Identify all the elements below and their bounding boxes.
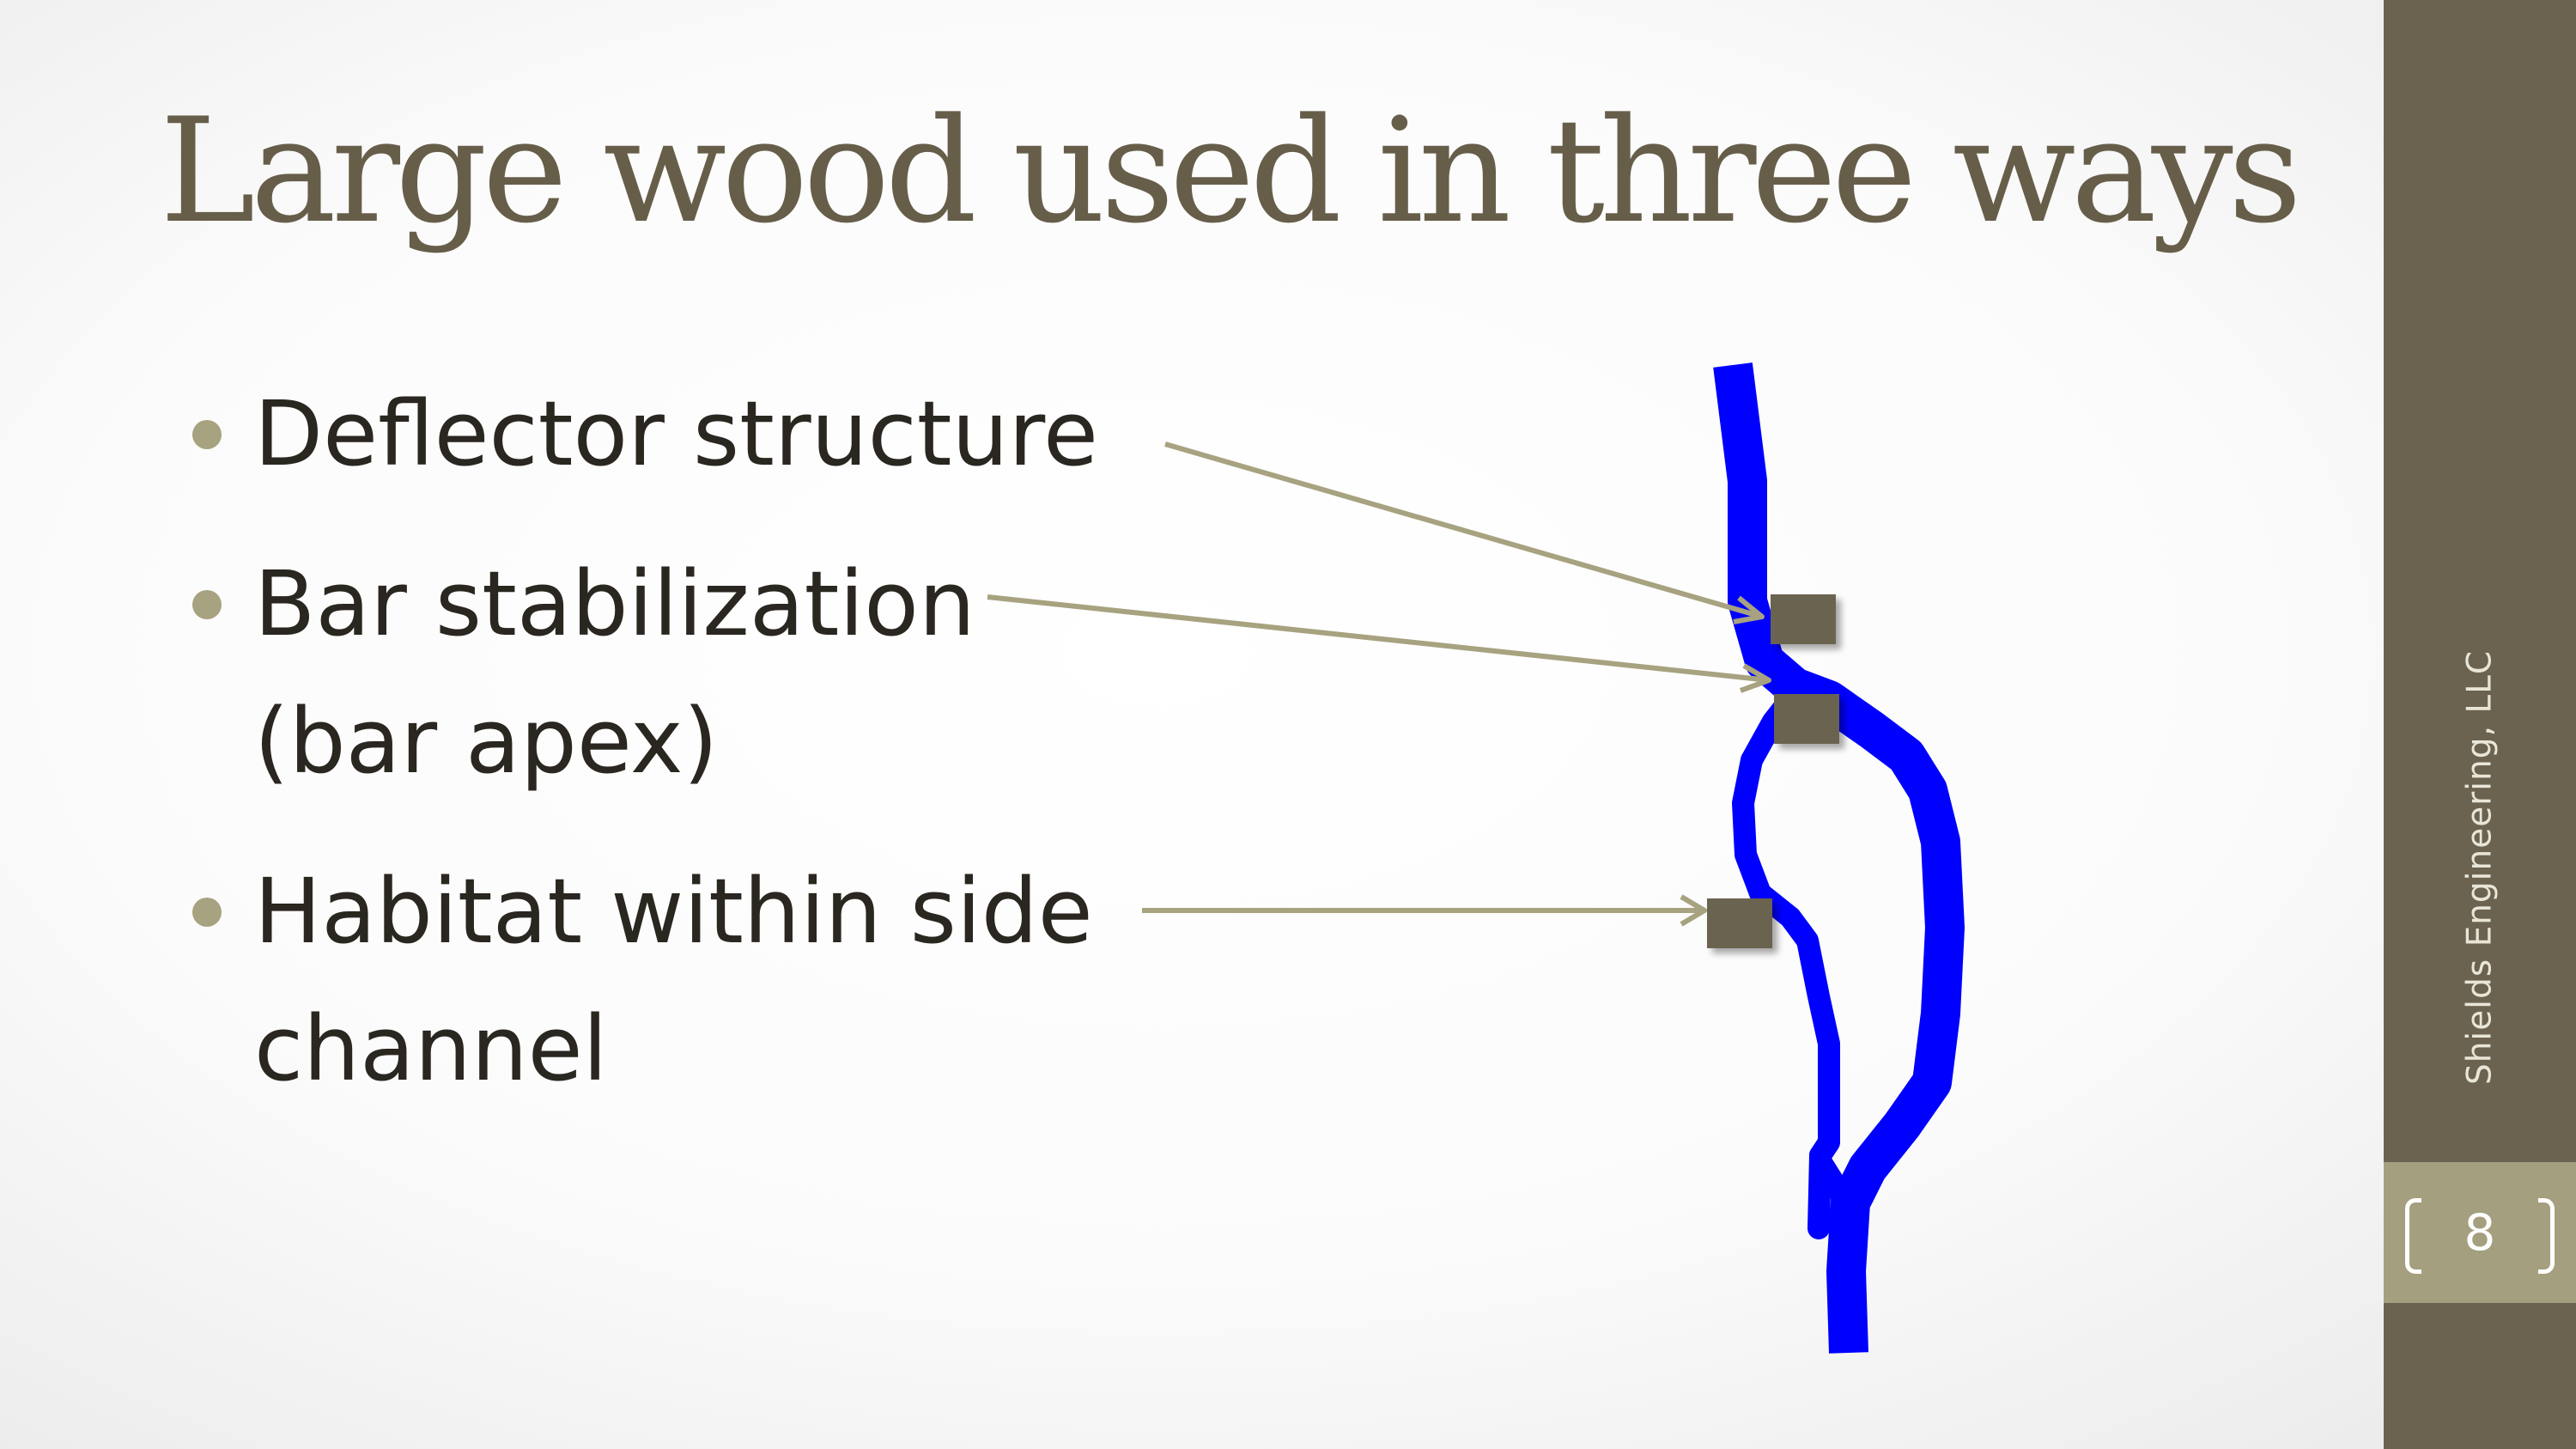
wood-block-bar-apex xyxy=(1774,694,1839,744)
slide-title: Large wood used in three ways xyxy=(160,87,2302,255)
wood-block-deflector xyxy=(1771,594,1836,644)
bullet-dot xyxy=(192,898,222,927)
page-number-box: 8 xyxy=(2384,1162,2576,1303)
bullet-text: Deflector structure xyxy=(254,381,1098,486)
bullet-dot xyxy=(192,420,222,449)
arrows xyxy=(987,441,1771,927)
bullet-item-bar-stabilization: Bar stabilization (bar apex) xyxy=(189,535,1098,810)
wood-blocks xyxy=(1707,594,1839,948)
arrow-bar-stabilization xyxy=(987,594,1771,693)
page-number: 8 xyxy=(2464,1203,2496,1262)
bracket-right-icon xyxy=(2538,1198,2555,1274)
bullet-item-habitat: Habitat within side channel xyxy=(189,843,1098,1117)
side-channel xyxy=(1732,683,1854,1239)
bullet-item-deflector: Deflector structure xyxy=(189,365,1098,502)
bullet-dot xyxy=(192,590,222,619)
arrow-habitat xyxy=(1142,894,1707,927)
footer-company-name: Shields Engineering, LLC xyxy=(2460,649,2500,1086)
bullet-text: Habitat within side xyxy=(254,859,1093,964)
wood-block-side-channel xyxy=(1707,898,1772,948)
bracket-left-icon xyxy=(2405,1198,2421,1274)
main-channel xyxy=(1713,362,1965,1354)
arrow-deflector xyxy=(1164,441,1765,624)
bullet-text-continued: (bar apex) xyxy=(254,689,719,794)
bullet-list: Deflector structure Bar stabilization (b… xyxy=(189,365,1098,1150)
bullet-text: Bar stabilization xyxy=(254,551,975,656)
bullet-text-continued: channel xyxy=(254,996,608,1101)
